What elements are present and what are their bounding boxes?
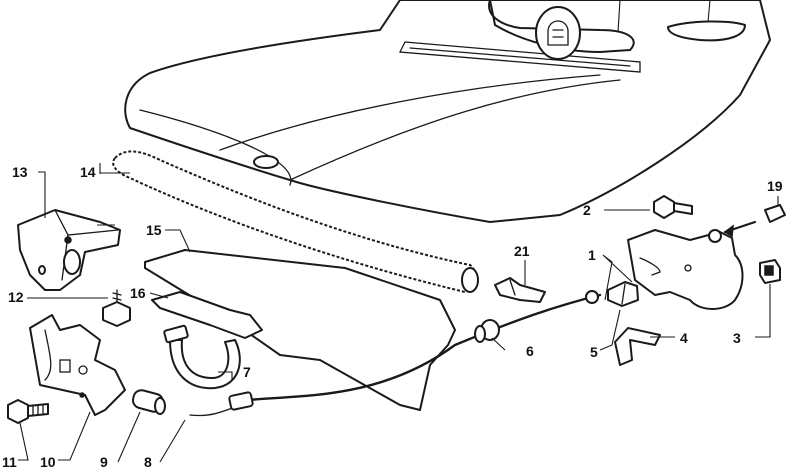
- gasket-plate: [151, 291, 263, 339]
- leader-lines: [18, 0, 779, 463]
- hood-hinge: [17, 209, 121, 291]
- callout-1: 1: [588, 247, 596, 263]
- nut-clip: [759, 259, 781, 284]
- hex-nut: [102, 289, 131, 327]
- latch-pin: [723, 204, 786, 238]
- callout-13: 13: [12, 164, 28, 180]
- callout-5: 5: [590, 344, 598, 360]
- callout-19: 19: [767, 178, 783, 194]
- callout-14: 14: [80, 164, 96, 180]
- cable-grommet: [131, 389, 166, 415]
- hood-latch: [627, 229, 744, 310]
- callout-10: 10: [40, 454, 56, 470]
- callout-4: 4: [680, 330, 688, 346]
- callout-16: 16: [130, 285, 146, 301]
- callout-9: 9: [100, 454, 108, 470]
- callout-3: 3: [733, 330, 741, 346]
- release-lever: [614, 327, 661, 366]
- hood: [124, 0, 771, 223]
- callout-8: 8: [144, 454, 152, 470]
- callout-6: 6: [526, 343, 534, 359]
- bolt: [7, 399, 49, 424]
- callout-21: 21: [514, 243, 530, 259]
- callout-2: 2: [583, 202, 591, 218]
- hood-seal-strip: [112, 150, 479, 294]
- cable-clamp: [494, 277, 546, 303]
- callout-labels: 1 2 3 4 5 6 7 8 9 10 11 12 13 14 15 16 1…: [2, 164, 783, 470]
- spring-clip: [607, 281, 639, 307]
- callout-11: 11: [2, 454, 17, 470]
- callout-12: 12: [8, 289, 24, 305]
- mounting-bolt: [653, 195, 693, 219]
- callout-7: 7: [243, 364, 251, 380]
- cable-clip: [163, 324, 241, 390]
- release-cable: [189, 290, 602, 417]
- lock-bracket: [29, 314, 126, 416]
- callout-15: 15: [146, 222, 162, 238]
